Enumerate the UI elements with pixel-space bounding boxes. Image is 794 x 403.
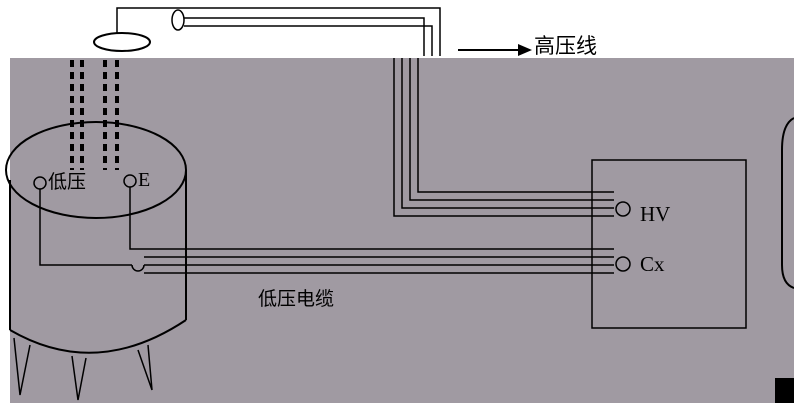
hv-terminal-circle [615,201,631,217]
bushing-dashed-legs [70,60,119,170]
edge-bracket [781,117,794,289]
ground-terminal-label: E [138,169,151,191]
low-voltage-terminal-label: 低压 [48,171,87,193]
tank-legs [13,337,153,401]
cx-terminal-circle [615,256,631,272]
low-voltage-cable-lines [39,187,614,274]
cx-terminal-label: Cx [640,252,665,276]
corner-block [775,378,794,403]
low-voltage-cable-label: 低压电缆 [258,288,335,310]
bushing-top-ring [93,32,151,52]
arrow-icon [458,44,532,56]
high-voltage-lead [116,7,614,217]
hv-terminal-label: HV [640,202,671,226]
instrument-box [591,159,747,329]
shield-ring-icon [171,9,185,31]
transformer-tank [5,121,187,354]
high-voltage-line-label: 高压线 [534,34,597,58]
